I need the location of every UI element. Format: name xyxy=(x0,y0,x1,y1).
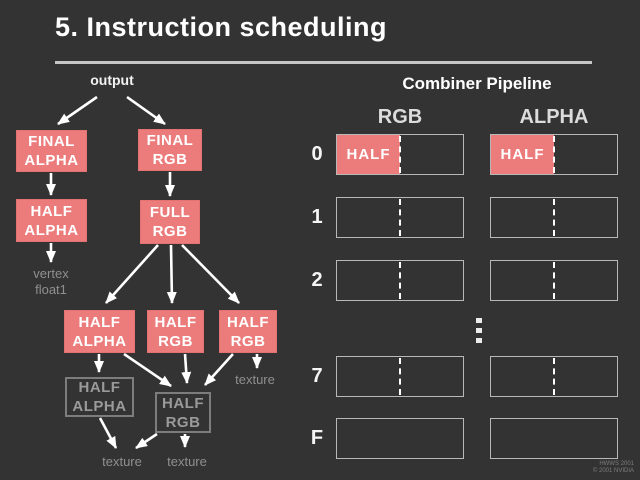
node-half-alpha: HALF ALPHA xyxy=(16,199,87,242)
cell-divider xyxy=(399,262,401,299)
cell-divider xyxy=(553,199,555,236)
node-half-alpha-2: HALF ALPHA xyxy=(64,310,135,353)
node-full-rgb: FULL RGB xyxy=(140,200,200,244)
pipeline-cell-alpha-2 xyxy=(490,260,618,301)
footer-line2: © 2001 NVIDIA xyxy=(592,468,634,474)
node-final-alpha: FINAL ALPHA xyxy=(16,130,87,172)
arrow-output-final-alpha xyxy=(57,95,98,126)
footer-line1: HWWS 2001 xyxy=(599,461,634,467)
row-label: 0 xyxy=(311,143,323,165)
pipeline-row-0: 0 HALF HALF xyxy=(0,134,640,175)
pipeline-row-f: F xyxy=(0,418,640,459)
pipeline-cell-rgb-f xyxy=(336,418,464,459)
cell-fill: HALF xyxy=(491,135,554,174)
node-half-rgb-2: HALF RGB xyxy=(147,310,204,353)
pipeline-row-7: 7 xyxy=(0,356,640,397)
pipeline-cell-rgb-0: HALF xyxy=(336,134,464,175)
output-label: output xyxy=(90,72,134,88)
row-label: 2 xyxy=(311,269,323,291)
slide-title: 5. Instruction scheduling xyxy=(55,12,388,42)
cell-divider xyxy=(553,136,555,173)
title-underline xyxy=(55,61,592,64)
texture-label-right: texture xyxy=(235,372,275,387)
cell-divider xyxy=(553,262,555,299)
row-label: 7 xyxy=(311,365,323,387)
pipeline-cell-alpha-f xyxy=(490,418,618,459)
cell-divider xyxy=(553,358,555,395)
cell-divider xyxy=(399,199,401,236)
pipeline-row-1: 1 xyxy=(0,197,640,238)
column-header-alpha: ALPHA xyxy=(519,106,589,128)
pipeline-cell-rgb-7 xyxy=(336,356,464,397)
vertical-ellipsis xyxy=(476,318,482,348)
cell-divider xyxy=(399,358,401,395)
row-label: F xyxy=(310,427,324,449)
pipeline-cell-alpha-1 xyxy=(490,197,618,238)
cell-divider xyxy=(399,136,401,173)
pipeline-cell-alpha-0: HALF xyxy=(490,134,618,175)
node-final-rgb: FINAL RGB xyxy=(138,129,202,171)
column-header-rgb: RGB xyxy=(377,106,423,128)
node-half-rgb-ghost: HALF RGB xyxy=(155,392,211,433)
cell-fill: HALF xyxy=(337,135,400,174)
pipeline-row-2: 2 xyxy=(0,260,640,301)
pipeline-cell-rgb-1 xyxy=(336,197,464,238)
footer-credit: HWWS 2001 © 2001 NVIDIA xyxy=(593,461,634,475)
pipeline-title: Combiner Pipeline xyxy=(402,74,552,93)
node-half-rgb-3: HALF RGB xyxy=(219,310,277,353)
pipeline-cell-alpha-7 xyxy=(490,356,618,397)
texture-label-bottom-right: texture xyxy=(167,454,207,469)
node-half-alpha-ghost: HALF ALPHA xyxy=(65,377,134,417)
pipeline-cell-rgb-2 xyxy=(336,260,464,301)
row-label: 1 xyxy=(311,206,323,228)
texture-label-bottom-left: texture xyxy=(102,454,142,469)
arrow-output-final-rgb xyxy=(126,95,166,126)
vertex-float1-label: vertex float1 xyxy=(33,266,69,297)
